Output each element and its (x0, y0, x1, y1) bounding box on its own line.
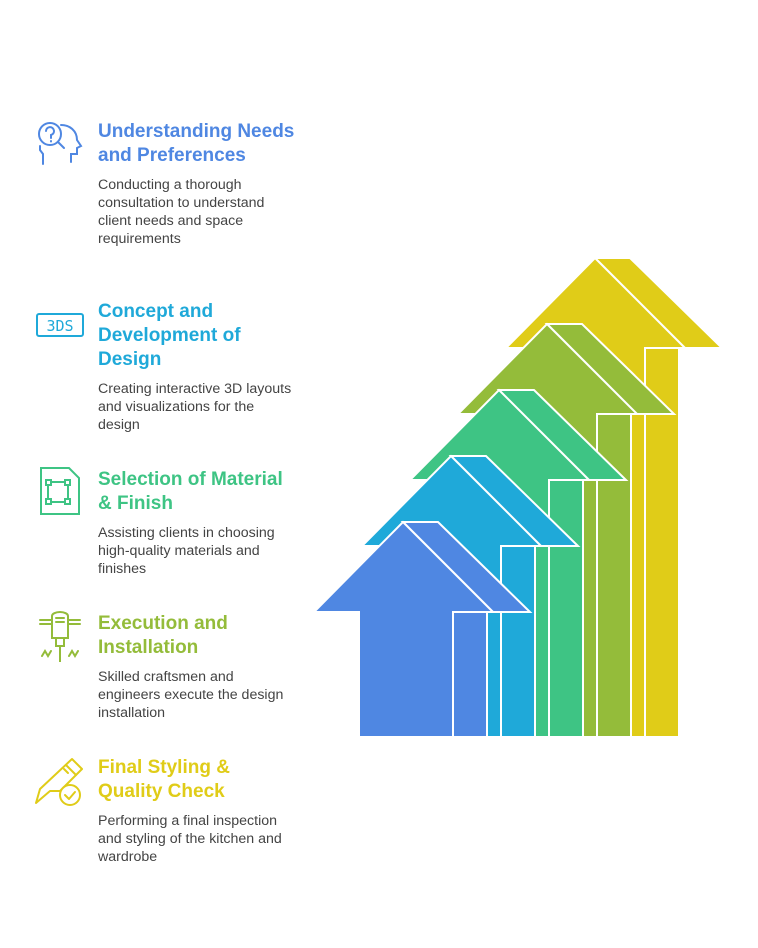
step-title: Execution and Installation (98, 613, 228, 658)
head-question-icon (38, 122, 83, 165)
step-description: Skilled craftsmen and engineers execute … (98, 669, 284, 721)
svg-text:3DS: 3DS (46, 317, 73, 335)
step-title: Concept and Development of Design (98, 301, 241, 370)
step-5: Final Styling & Quality Check Performing… (98, 756, 298, 866)
3ds-file-icon: 3DS (36, 313, 84, 337)
step-description: Assisting clients in choosing high-quali… (98, 525, 275, 577)
pencil-check-icon (35, 758, 83, 806)
arrow-step-1 (311, 520, 533, 738)
step-title: Final Styling & Quality Check (98, 757, 230, 802)
step-description: Creating interactive 3D layouts and visu… (98, 381, 292, 433)
step-2: Concept and Development of Design Creati… (98, 300, 298, 434)
step-4: Execution and Installation Skilled craft… (98, 612, 298, 722)
step-description: Conducting a thorough consultation to un… (98, 177, 265, 247)
step-title: Understanding Needs and Preferences (98, 121, 295, 166)
jackhammer-icon (39, 611, 81, 662)
step-title: Selection of Material & Finish (98, 469, 283, 514)
arrow-front (311, 520, 496, 738)
step-1: Understanding Needs and Preferences Cond… (98, 120, 298, 248)
step-3: Selection of Material & Finish Assisting… (98, 468, 298, 578)
step-description: Performing a final inspection and stylin… (98, 813, 282, 865)
material-sample-icon (40, 467, 80, 515)
